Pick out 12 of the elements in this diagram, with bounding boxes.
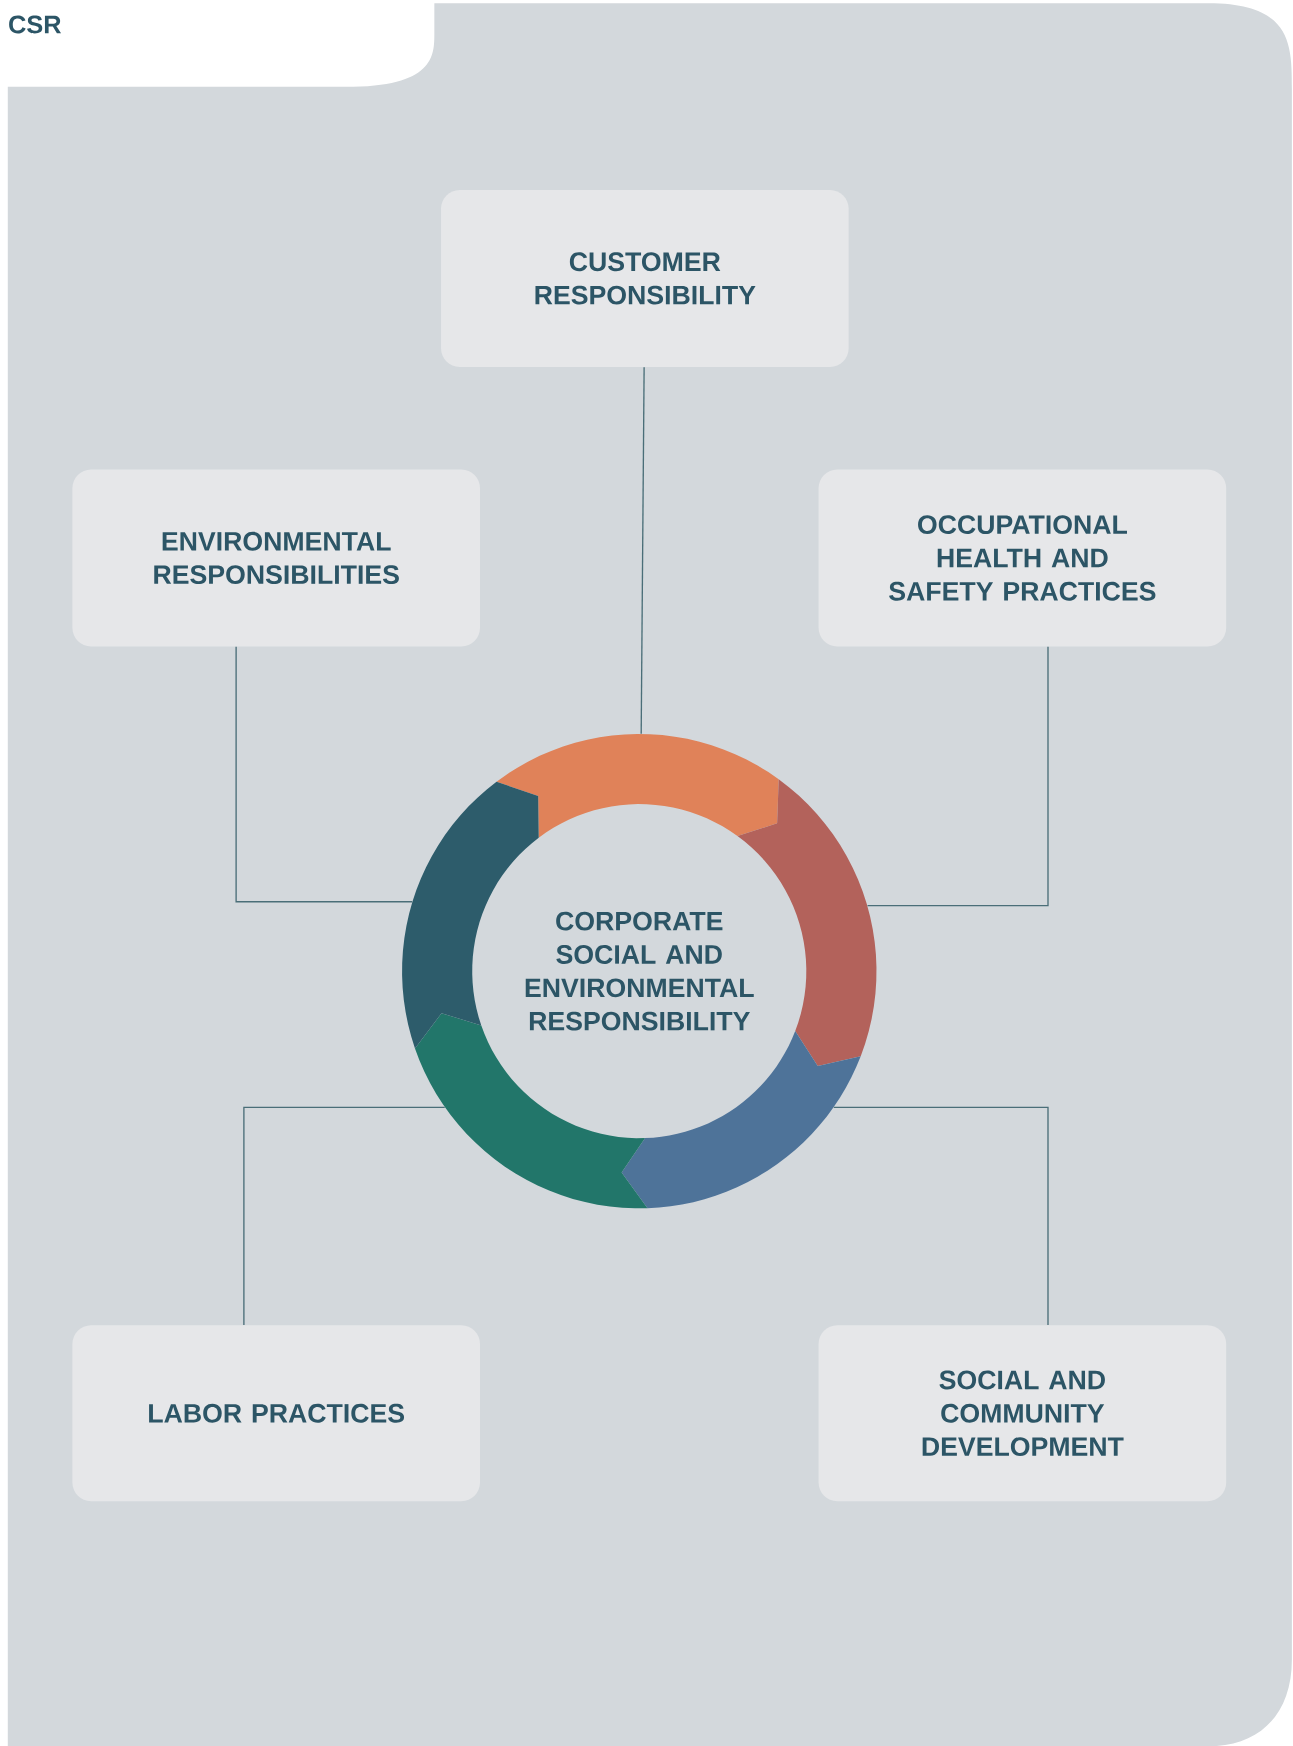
center-ring: CORPORATE SOCIAL AND ENVIRONMENTAL RESPONSIBILITY [525, 911, 754, 1031]
topic-box: ENVIRONMENTAL RESPONSIBILITIES [72, 469, 480, 647]
topic-box: SOCIAL AND COMMUNITY DEVELOPMENT [818, 1325, 1227, 1502]
connector-line [235, 646, 413, 903]
topic-box: LABOR PRACTICES [72, 1325, 480, 1502]
topic-box: CUSTOMER RESPONSIBILITY [441, 189, 849, 367]
connector-line [243, 1106, 446, 1326]
connector-line [866, 646, 1049, 907]
connector-line [640, 366, 645, 735]
connector-line [833, 1106, 1049, 1326]
topic-box: OCCUPATIONAL HEALTH AND SAFETY PRACTICES [818, 469, 1227, 647]
page-title: CSR [9, 15, 62, 34]
